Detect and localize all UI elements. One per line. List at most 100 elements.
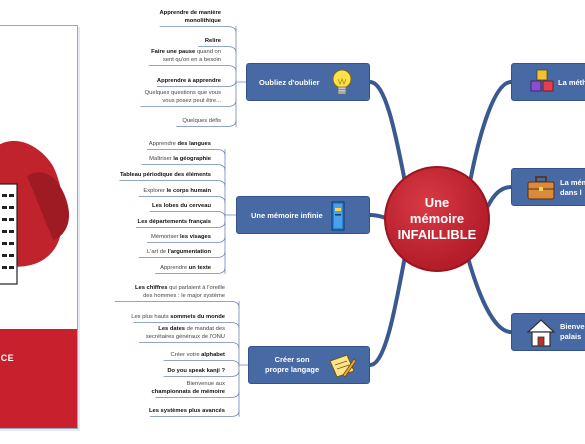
- leaf-text: vous posez peut être...: [162, 97, 221, 104]
- leaf-bold-text: Faire une pause: [151, 49, 196, 55]
- leaf-bold-text: Relire: [204, 37, 221, 44]
- branch-methode-label: La méth: [558, 78, 585, 87]
- branch-methode[interactable]: La méth: [511, 63, 585, 101]
- leaf-text: Bienvenue aux: [186, 381, 225, 387]
- leaf-item[interactable]: Relire: [205, 38, 221, 46]
- leaf-bold-text: championnats de mémoire: [151, 388, 225, 395]
- leaf-line: Tableau périodique des éléments: [120, 172, 211, 180]
- book-illustration: [0, 140, 70, 285]
- leaf-line: Mémoriser les visages: [151, 234, 211, 242]
- leaf-bold-text: Les lobes du cerveau: [152, 202, 211, 209]
- leaf-bold-text: Apprendre de manière: [159, 10, 221, 16]
- branch-infinie[interactable]: Une mémoire infinie: [236, 196, 370, 234]
- leaf-underline: [114, 301, 240, 308]
- branch-dans[interactable]: La mém dans l: [511, 168, 585, 206]
- leaf-item[interactable]: Apprendre un texte: [160, 265, 211, 273]
- leaf-item[interactable]: Apprendre à apprendre: [157, 78, 221, 86]
- leaf-text: Mémoriser: [151, 233, 181, 240]
- leaf-item[interactable]: Apprendre des langues: [149, 141, 211, 149]
- leaf-line: Les lobes du cerveau: [152, 203, 211, 211]
- leaf-bold-text: Les systèmes plus avancés: [148, 407, 225, 414]
- pencil-note-icon: [329, 354, 357, 378]
- leaf-line: Apprendre des langues: [149, 141, 211, 149]
- leaf-text: secrétaires généraux de l'ONU: [145, 333, 225, 340]
- leaf-bold-text: monolithique: [184, 17, 221, 24]
- leaf-item[interactable]: Créer votre alphabet: [171, 352, 225, 360]
- leaf-item[interactable]: Tableau périodique des éléments: [120, 172, 211, 180]
- leaf-line: des hommes : le major système: [135, 293, 225, 301]
- leaf-text: L'art de: [146, 248, 168, 255]
- leaf-line: L'art de l'argumentation: [147, 249, 211, 257]
- leaf-line: Relire: [205, 38, 221, 46]
- leaf-item[interactable]: Mémoriser les visages: [151, 234, 211, 242]
- branch-langage-label: Créer son propre langage: [265, 355, 320, 374]
- leaf-item[interactable]: Maîtriser la géographie: [149, 156, 211, 164]
- book-cover: ICE: [0, 25, 78, 429]
- branch-oubliez-label: Oubliez d'oublier: [259, 78, 320, 87]
- leaf-text: Maîtriser: [149, 155, 174, 162]
- leaf-text: des hommes : le major système: [143, 292, 225, 299]
- leaf-item[interactable]: Les lobes du cerveau: [152, 203, 211, 211]
- leaf-text: de mandat des: [185, 326, 225, 332]
- branch-langage[interactable]: Créer son propre langage: [248, 346, 370, 384]
- leaf-bold-text: Apprendre à apprendre: [156, 77, 221, 84]
- leaf-underline: [148, 65, 237, 72]
- leaf-line: Quelques questions que vous: [145, 90, 221, 98]
- leaf-line: Les plus hauts sommets du monde: [131, 314, 225, 322]
- leaf-line: Créer votre alphabet: [171, 352, 225, 360]
- leaf-item[interactable]: Do you speak kanji ?: [167, 368, 225, 376]
- leaf-bold-text: la géographie: [173, 155, 211, 162]
- leaf-item[interactable]: Les plus hauts sommets du monde: [131, 314, 225, 322]
- leaf-item[interactable]: L'art de l'argumentation: [147, 249, 211, 257]
- leaf-line: sent qu'on en a besoin: [151, 57, 221, 65]
- leaf-line: Les départements français: [138, 219, 211, 227]
- leaf-underline: [159, 26, 237, 33]
- leaf-bold-text: Les chiffres: [134, 285, 168, 291]
- branch-palais[interactable]: Bienven palais: [511, 313, 585, 351]
- leaf-line: secrétaires généraux de l'ONU: [146, 334, 225, 342]
- leaf-text: Explorer: [143, 187, 167, 194]
- branch-palais-label: Bienven palais: [560, 322, 585, 341]
- leaf-underline: [119, 180, 226, 187]
- leaf-text: Les plus hauts: [131, 313, 171, 320]
- leaf-text: Quelques questions que vous: [144, 90, 221, 96]
- leaf-item[interactable]: Les départements français: [138, 219, 211, 227]
- branch-oubliez[interactable]: Oubliez d'oublier: [246, 63, 370, 101]
- book-title-band: ICE: [0, 329, 77, 428]
- leaf-underline: [138, 342, 240, 349]
- leaf-line: monolithique: [159, 18, 221, 26]
- leaf-text: Apprendre: [160, 264, 189, 271]
- leaf-line: Apprendre à apprendre: [157, 78, 221, 86]
- leaf-line: Explorer le corps humain: [143, 188, 211, 196]
- leaf-bold-text: Do you speak kanji ?: [167, 367, 225, 374]
- leaf-line: Apprendre de manière: [159, 10, 221, 18]
- leaf-line: Les dates de mandat des: [146, 326, 225, 334]
- leaf-underline: [141, 164, 226, 171]
- leaf-line: Do you speak kanji ?: [167, 368, 225, 376]
- leaf-text: Apprendre: [148, 140, 178, 147]
- leaf-line: Bienvenue aux: [152, 381, 225, 389]
- wire-oubliez: [368, 80, 407, 184]
- leaf-bold-text: alphabet: [201, 351, 225, 358]
- leaf-line: Quelques défis: [182, 118, 221, 126]
- leaf-item[interactable]: Les systèmes plus avancés: [149, 408, 225, 416]
- leaf-bold-text: sommets du monde: [170, 313, 225, 320]
- leaf-item[interactable]: Quelques défis: [182, 118, 221, 126]
- leaf-line: Apprendre un texte: [160, 265, 211, 273]
- leaf-bold-text: Les départements français: [137, 218, 211, 225]
- leaf-bold-text: Les dates: [158, 326, 186, 332]
- leaf-bold-text: le corps humain: [166, 187, 211, 194]
- central-node[interactable]: Une mémoire INFAILLIBLE: [384, 166, 490, 272]
- leaf-bold-text: Tableau périodique des éléments: [119, 171, 211, 178]
- leaf-item[interactable]: Explorer le corps humain: [143, 188, 211, 196]
- lightbulb-icon: [332, 69, 352, 95]
- leaf-bold-text: un texte: [188, 264, 211, 271]
- leaf-line: championnats de mémoire: [152, 389, 225, 397]
